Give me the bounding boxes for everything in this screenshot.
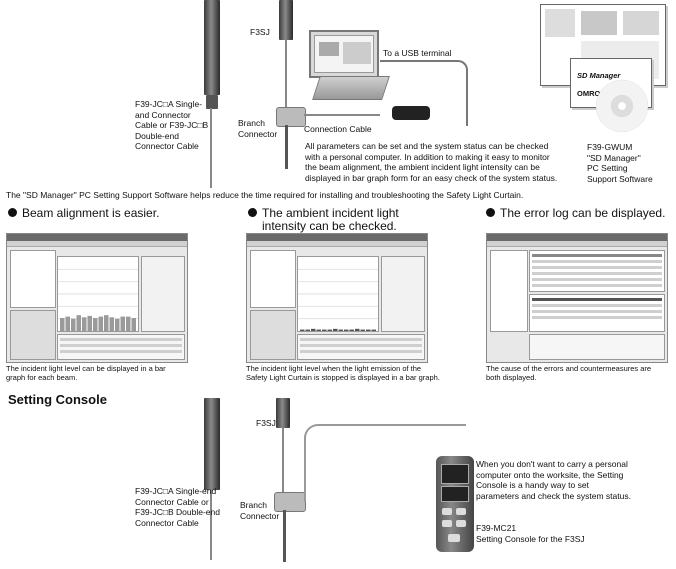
cable-down-image [285,125,288,169]
bar-10 [109,317,114,331]
cable-image [210,490,212,560]
light-curtain-image [204,0,220,95]
bar-13 [366,329,371,331]
feature-heading-beam-alignment: Beam alignment is easier. [8,207,159,220]
connection-cable-image [304,114,380,116]
bar-6 [87,315,92,331]
top-description: All parameters can be set and the system… [305,141,558,183]
bar-2 [65,316,70,331]
bar-12 [120,316,125,331]
cable-image [210,108,212,188]
package-logo: OMRON [577,89,606,98]
cable-right-image [285,40,287,110]
bar-2 [305,329,310,331]
bar-13 [126,316,131,331]
bar-9 [344,329,349,331]
laptop-keyboard-image [312,76,390,100]
laptop-image [309,30,379,78]
cable-right-image [282,428,284,494]
beam-bar-chart [57,256,139,332]
light-curtain-image [204,398,220,490]
intro-text: The "SD Manager" PC Setting Support Soft… [6,190,524,200]
cd-rom-image [596,80,648,132]
bullet-icon [248,208,257,217]
bar-8 [98,316,103,331]
bar-1 [300,329,305,331]
bar-3 [71,318,76,331]
caption-ambient-light: The incident light level when the light … [246,364,440,382]
feature-heading-error-log: The error log can be displayed. [486,207,665,220]
cable-down-image [283,510,286,562]
setting-console-heading: Setting Console [8,392,107,407]
bar-1 [60,318,65,331]
bar-6 [327,329,332,331]
bar-5 [322,329,327,331]
bar-7 [333,328,338,331]
bar-4 [316,329,321,331]
f3sj-label: F3SJ [250,27,270,37]
bar-14 [131,318,136,331]
usb-label: To a USB terminal [383,48,452,58]
package-brand: SD Manager [577,71,621,80]
bar-7 [93,318,98,331]
caption-error-log: The cause of the errors and countermeasu… [486,364,652,382]
bar-14 [371,329,376,331]
branch-connector-image [276,107,306,127]
bar-5 [82,317,87,331]
console-cable-image [304,424,466,502]
ambient-light-bar-chart [297,256,379,332]
branch-connector-image [274,492,306,512]
screenshot-beam-alignment [6,233,188,363]
feature-heading-ambient-light: The ambient incident light intensity can… [248,207,399,233]
cable-label: F39-JC□A Single-and Connector Cable or F… [135,99,209,151]
bar-4 [76,315,81,331]
connection-cable-label: Connection Cable [304,124,372,134]
bar-10 [349,329,354,331]
screenshot-error-log [486,233,668,363]
light-curtain-right-image [279,0,293,40]
light-curtain-connector-image [206,95,218,109]
setting-console-image [436,456,474,552]
usb-adapter-image [392,106,430,120]
light-curtain-right-image [276,398,290,428]
console-f3sj-label: F3SJ [256,418,276,428]
bar-3 [311,328,316,331]
screenshot-ambient-light [246,233,428,363]
bullet-icon [8,208,17,217]
caption-beam-alignment: The incident light level can be displaye… [6,364,166,382]
usb-cable-image [380,60,468,126]
bar-11 [115,318,120,331]
bar-11 [355,328,360,331]
bar-12 [360,329,365,331]
bar-9 [104,315,109,331]
bullet-icon [486,208,495,217]
bar-8 [338,329,343,331]
